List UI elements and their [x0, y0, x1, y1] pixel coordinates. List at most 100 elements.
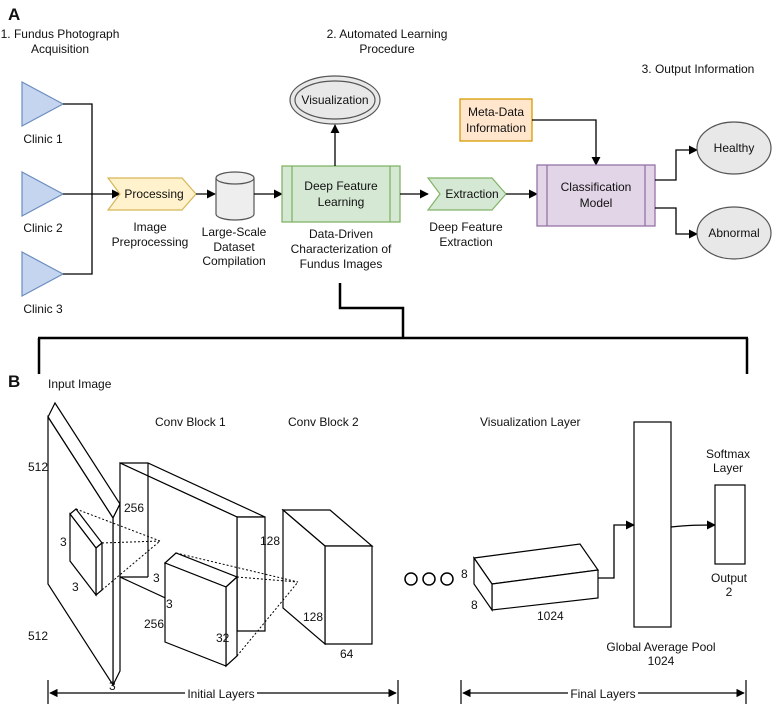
dataset-cylinder-icon	[215, 178, 255, 221]
arrow-gap-to-softmax	[670, 520, 716, 530]
dim-conv1-w: 256	[144, 617, 164, 631]
deep-feature-learning: Deep Feature Learning Data-Driven Charac…	[281, 165, 401, 271]
conv-block-1-kernel-cube	[163, 552, 239, 668]
healthy-output: Healthy	[696, 121, 772, 175]
dim-vis-h: 8	[461, 567, 468, 581]
clinic-3-label: Clinic 3	[23, 302, 63, 316]
stage2-heading: 2. Automated Learning	[327, 27, 448, 41]
stage2-heading-line2: Procedure	[359, 42, 415, 56]
dim-input-kernel-w: 3	[72, 580, 79, 594]
data-driven-caption-line3: Fundus Images	[300, 257, 383, 271]
dim-conv1-d: 32	[216, 631, 230, 645]
dim-conv1-kernel-w: 3	[166, 597, 173, 611]
dim-conv1-h: 256	[124, 501, 144, 515]
clinic-1: Clinic 1	[21, 80, 65, 146]
visualization-ellipse	[294, 80, 376, 120]
extraction-chevron	[426, 177, 507, 211]
dim-conv1-kernel-h: 3	[153, 571, 160, 585]
gap-label-line2: 1024	[648, 654, 675, 668]
bracket-a-to-b	[37, 283, 749, 374]
softmax-title-line2: Layer	[713, 461, 743, 475]
stage1-heading: 1. Fundus Photograph	[1, 27, 120, 41]
ellipsis-dots	[404, 572, 454, 586]
classification-label-line2: Model	[580, 196, 613, 210]
metadata-label: Meta-Data	[468, 105, 524, 119]
output-label: Output	[711, 571, 748, 585]
arrow-to-abnormal	[655, 207, 698, 239]
classification-box	[536, 164, 656, 227]
abnormal-output: Abnormal	[696, 206, 772, 260]
image-preprocessing-caption-line2: Preprocessing	[112, 235, 189, 249]
dim-input-kernel-h: 3	[60, 535, 67, 549]
deep-feature-learning-label-line2: Learning	[318, 195, 365, 209]
softmax-output-rect	[714, 484, 746, 565]
conv-block-2-title: Conv Block 2	[288, 415, 359, 429]
healthy-ellipse	[696, 121, 772, 175]
clinic-connectors	[63, 103, 121, 275]
stage3-heading: 3. Output Information	[642, 62, 755, 76]
projection-dotted-lines	[75, 508, 299, 657]
healthy-label: Healthy	[714, 141, 755, 155]
input-image-title: Input Image	[48, 377, 112, 391]
dataset-caption-line2: Dataset	[213, 240, 255, 254]
clinic-2-triangle-icon	[21, 170, 65, 218]
dim-conv2-w: 128	[303, 610, 323, 624]
panel-a-label: A	[8, 5, 20, 24]
panel-b-label: B	[8, 372, 20, 391]
conv-block-2-cuboid	[281, 508, 374, 646]
dim-input-w: 512	[28, 629, 48, 643]
data-driven-caption: Data-Driven	[309, 227, 373, 241]
dataset-cylinder: Large-Scale Dataset Compilation	[202, 171, 267, 268]
image-preprocessing-caption: Image	[133, 220, 167, 234]
dim-vis-w: 8	[471, 598, 478, 612]
metadata-label-line2: Information	[466, 121, 526, 135]
abnormal-label: Abnormal	[708, 226, 759, 240]
processing-chevron	[106, 177, 197, 211]
clinic-3-triangle-icon	[21, 250, 65, 298]
final-layers-label: Final Layers	[570, 687, 635, 701]
clinic-3: Clinic 3	[21, 250, 65, 316]
visualization-layer-title: Visualization Layer	[480, 415, 581, 429]
visualization-layer-cuboid	[472, 543, 600, 612]
final-layers-range: Final Layers	[460, 680, 747, 704]
global-average-pool-rect	[633, 421, 672, 628]
clinic-2-label: Clinic 2	[23, 221, 63, 235]
dim-conv2-h: 128	[260, 534, 280, 548]
metadata-box: Meta-Data Information	[459, 98, 533, 142]
conv-block-1-cuboid	[119, 462, 266, 632]
dim-vis-d: 1024	[537, 609, 564, 623]
processing-label: Processing	[124, 187, 183, 201]
initial-layers-range: Initial Layers	[47, 680, 399, 704]
conv-block-1-title: Conv Block 1	[155, 415, 226, 429]
abnormal-ellipse	[696, 206, 772, 260]
softmax-title: Softmax	[706, 447, 750, 461]
classification-label: Classification	[561, 180, 632, 194]
classification-model: Classification Model	[536, 164, 656, 227]
deep-feature-learning-label: Deep Feature	[304, 179, 378, 193]
clinic-1-label: Clinic 1	[23, 132, 63, 146]
initial-layers-label: Initial Layers	[187, 687, 254, 701]
visualization-node: Visualization	[289, 75, 381, 125]
clinic-1-triangle-icon	[21, 80, 65, 128]
metadata-rect	[459, 98, 533, 142]
deep-feature-extraction-caption-line2: Extraction	[439, 235, 492, 249]
extraction-step: Extraction Deep Feature Extraction	[426, 177, 507, 249]
clinic-2: Clinic 2	[21, 170, 65, 235]
gap-label: Global Average Pool	[606, 640, 715, 654]
arrow-metadata-to-classification	[532, 119, 601, 166]
deep-feature-extraction-caption: Deep Feature	[429, 220, 503, 234]
output-label-line2: 2	[726, 585, 733, 599]
dim-conv2-d: 64	[340, 647, 354, 661]
processing-step: Processing Image Preprocessing	[106, 177, 197, 249]
dataset-caption-line3: Compilation	[202, 254, 265, 268]
stage1-heading-line2: Acquisition	[31, 42, 89, 56]
dim-input-d: 3	[109, 679, 116, 693]
extraction-label: Extraction	[445, 187, 498, 201]
visualization-label: Visualization	[301, 93, 368, 107]
arrow-to-healthy	[655, 145, 698, 181]
deep-feature-learning-box	[281, 165, 401, 223]
data-driven-caption-line2: Characterization of	[291, 242, 392, 256]
dim-input-h: 512	[28, 460, 48, 474]
arrow-vis-to-gap	[598, 520, 635, 579]
